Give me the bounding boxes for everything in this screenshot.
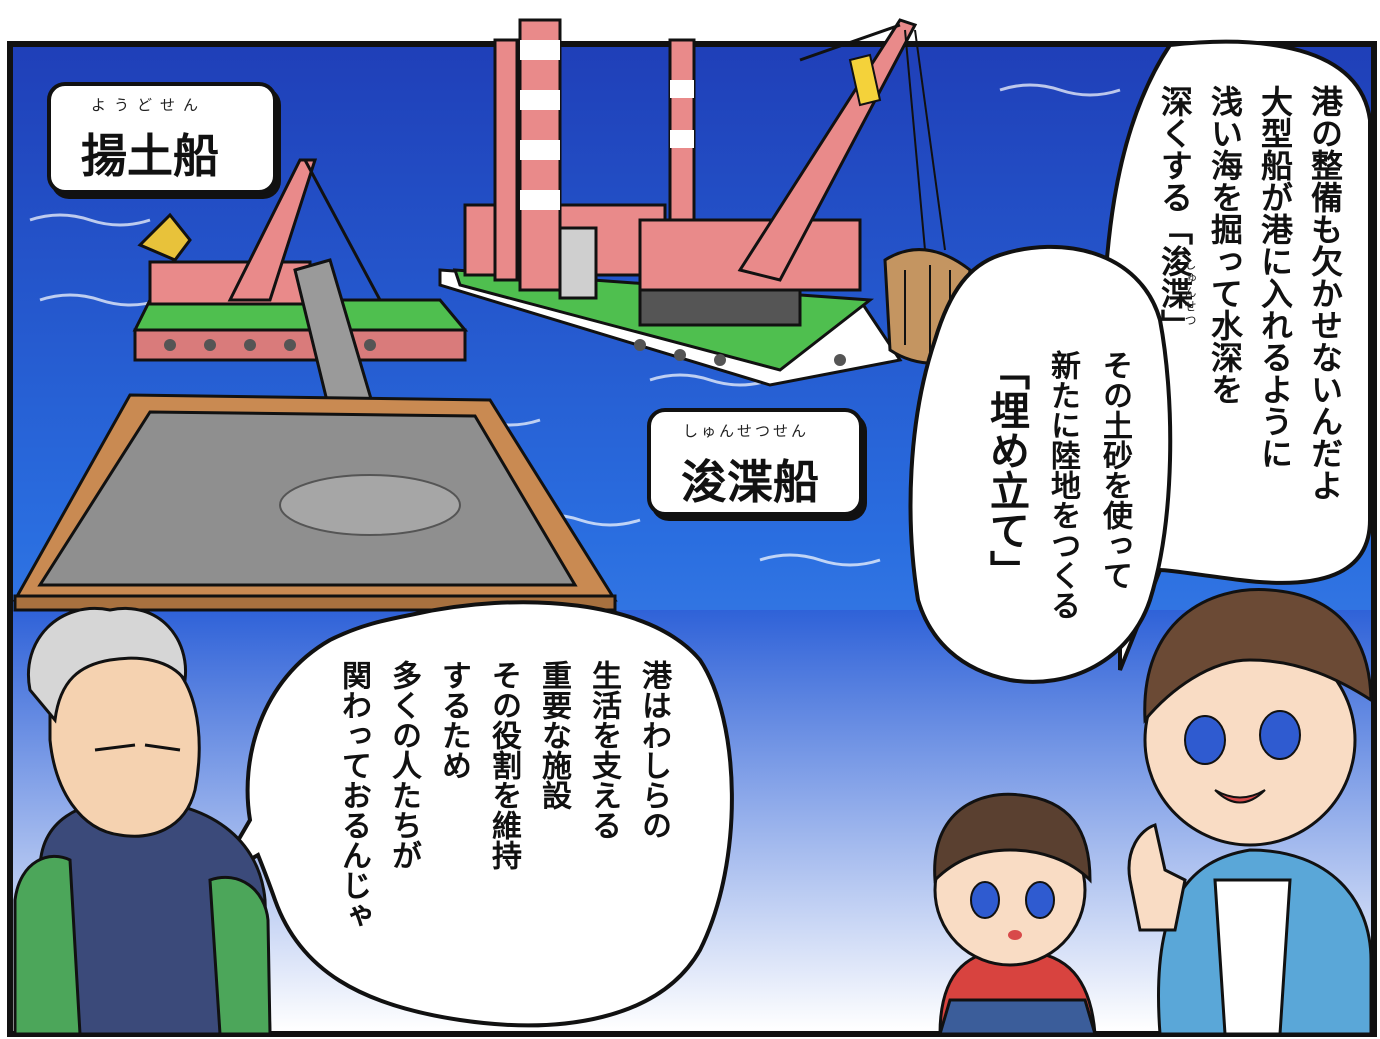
shunsetsusen-ruby: しゅんせつせん	[683, 422, 810, 440]
bubble-bottom-line-3: 重要な施設	[536, 660, 571, 810]
bubble-top-right-line-4: 深くする「浚渫」	[1156, 85, 1194, 341]
girl-character	[933, 792, 1098, 1036]
boy-character	[1127, 588, 1373, 1036]
yodosen-label: 揚土船	[81, 129, 219, 183]
bubble-bottom-text: 港はわしらの 生活を支える 重要な施設 その役割を維持 するため 多くの人たちが…	[318, 660, 678, 1000]
landfill-basin	[12, 393, 618, 612]
bubble-bottom-line-2: 生活を支える	[586, 660, 621, 840]
bubble-top-right-ruby: しゅんせつ	[1183, 258, 1197, 328]
shunsetsusen-label-box: しゅんせつせん 浚渫船	[647, 408, 863, 516]
bubble-middle-right-line-3: 「埋め立て」	[983, 350, 1029, 590]
bubble-middle-right-shape	[908, 244, 1173, 684]
bubble-top-right-line-1: 港の整備も欠かせないんだよ	[1306, 85, 1344, 501]
bubble-top-right-line-2: 大型船が港に入れるように	[1256, 85, 1294, 469]
bubble-middle-right-line-1: その土砂を使って	[1097, 350, 1132, 590]
dredger-ship	[438, 18, 946, 387]
bubble-middle-right-line-2: 新たに陸地をつくる	[1045, 350, 1080, 620]
bubble-bottom-shape	[209, 600, 734, 1028]
yodosen-label-box: ようどせん 揚土船	[47, 82, 277, 194]
bubble-bottom-line-5: するため	[436, 660, 471, 780]
bubble-bottom-line-1: 港はわしらの	[636, 660, 671, 840]
bubble-middle-right-text: その土砂を使って 新たに陸地をつくる 「埋め立て」	[960, 350, 1140, 670]
bubble-bottom-line-7: 関わっておるんじゃ	[336, 660, 371, 930]
yodosen-ruby: ようどせん	[91, 96, 207, 114]
bubble-bottom-line-6: 多くの人たちが	[386, 660, 421, 870]
yodosen-ship	[132, 158, 469, 362]
old-man-character	[13, 607, 272, 1036]
bubble-bottom-line-4: その役割を維持	[486, 660, 521, 870]
shunsetsusen-label: 浚渫船	[681, 455, 819, 509]
bubble-top-right-line-3: 浅い海を掘って水深を	[1206, 85, 1244, 405]
bubble-top-right-text: 港の整備も欠かせないんだよ 大型船が港に入れるように 浅い海を掘って水深を 深く…	[1130, 85, 1350, 525]
